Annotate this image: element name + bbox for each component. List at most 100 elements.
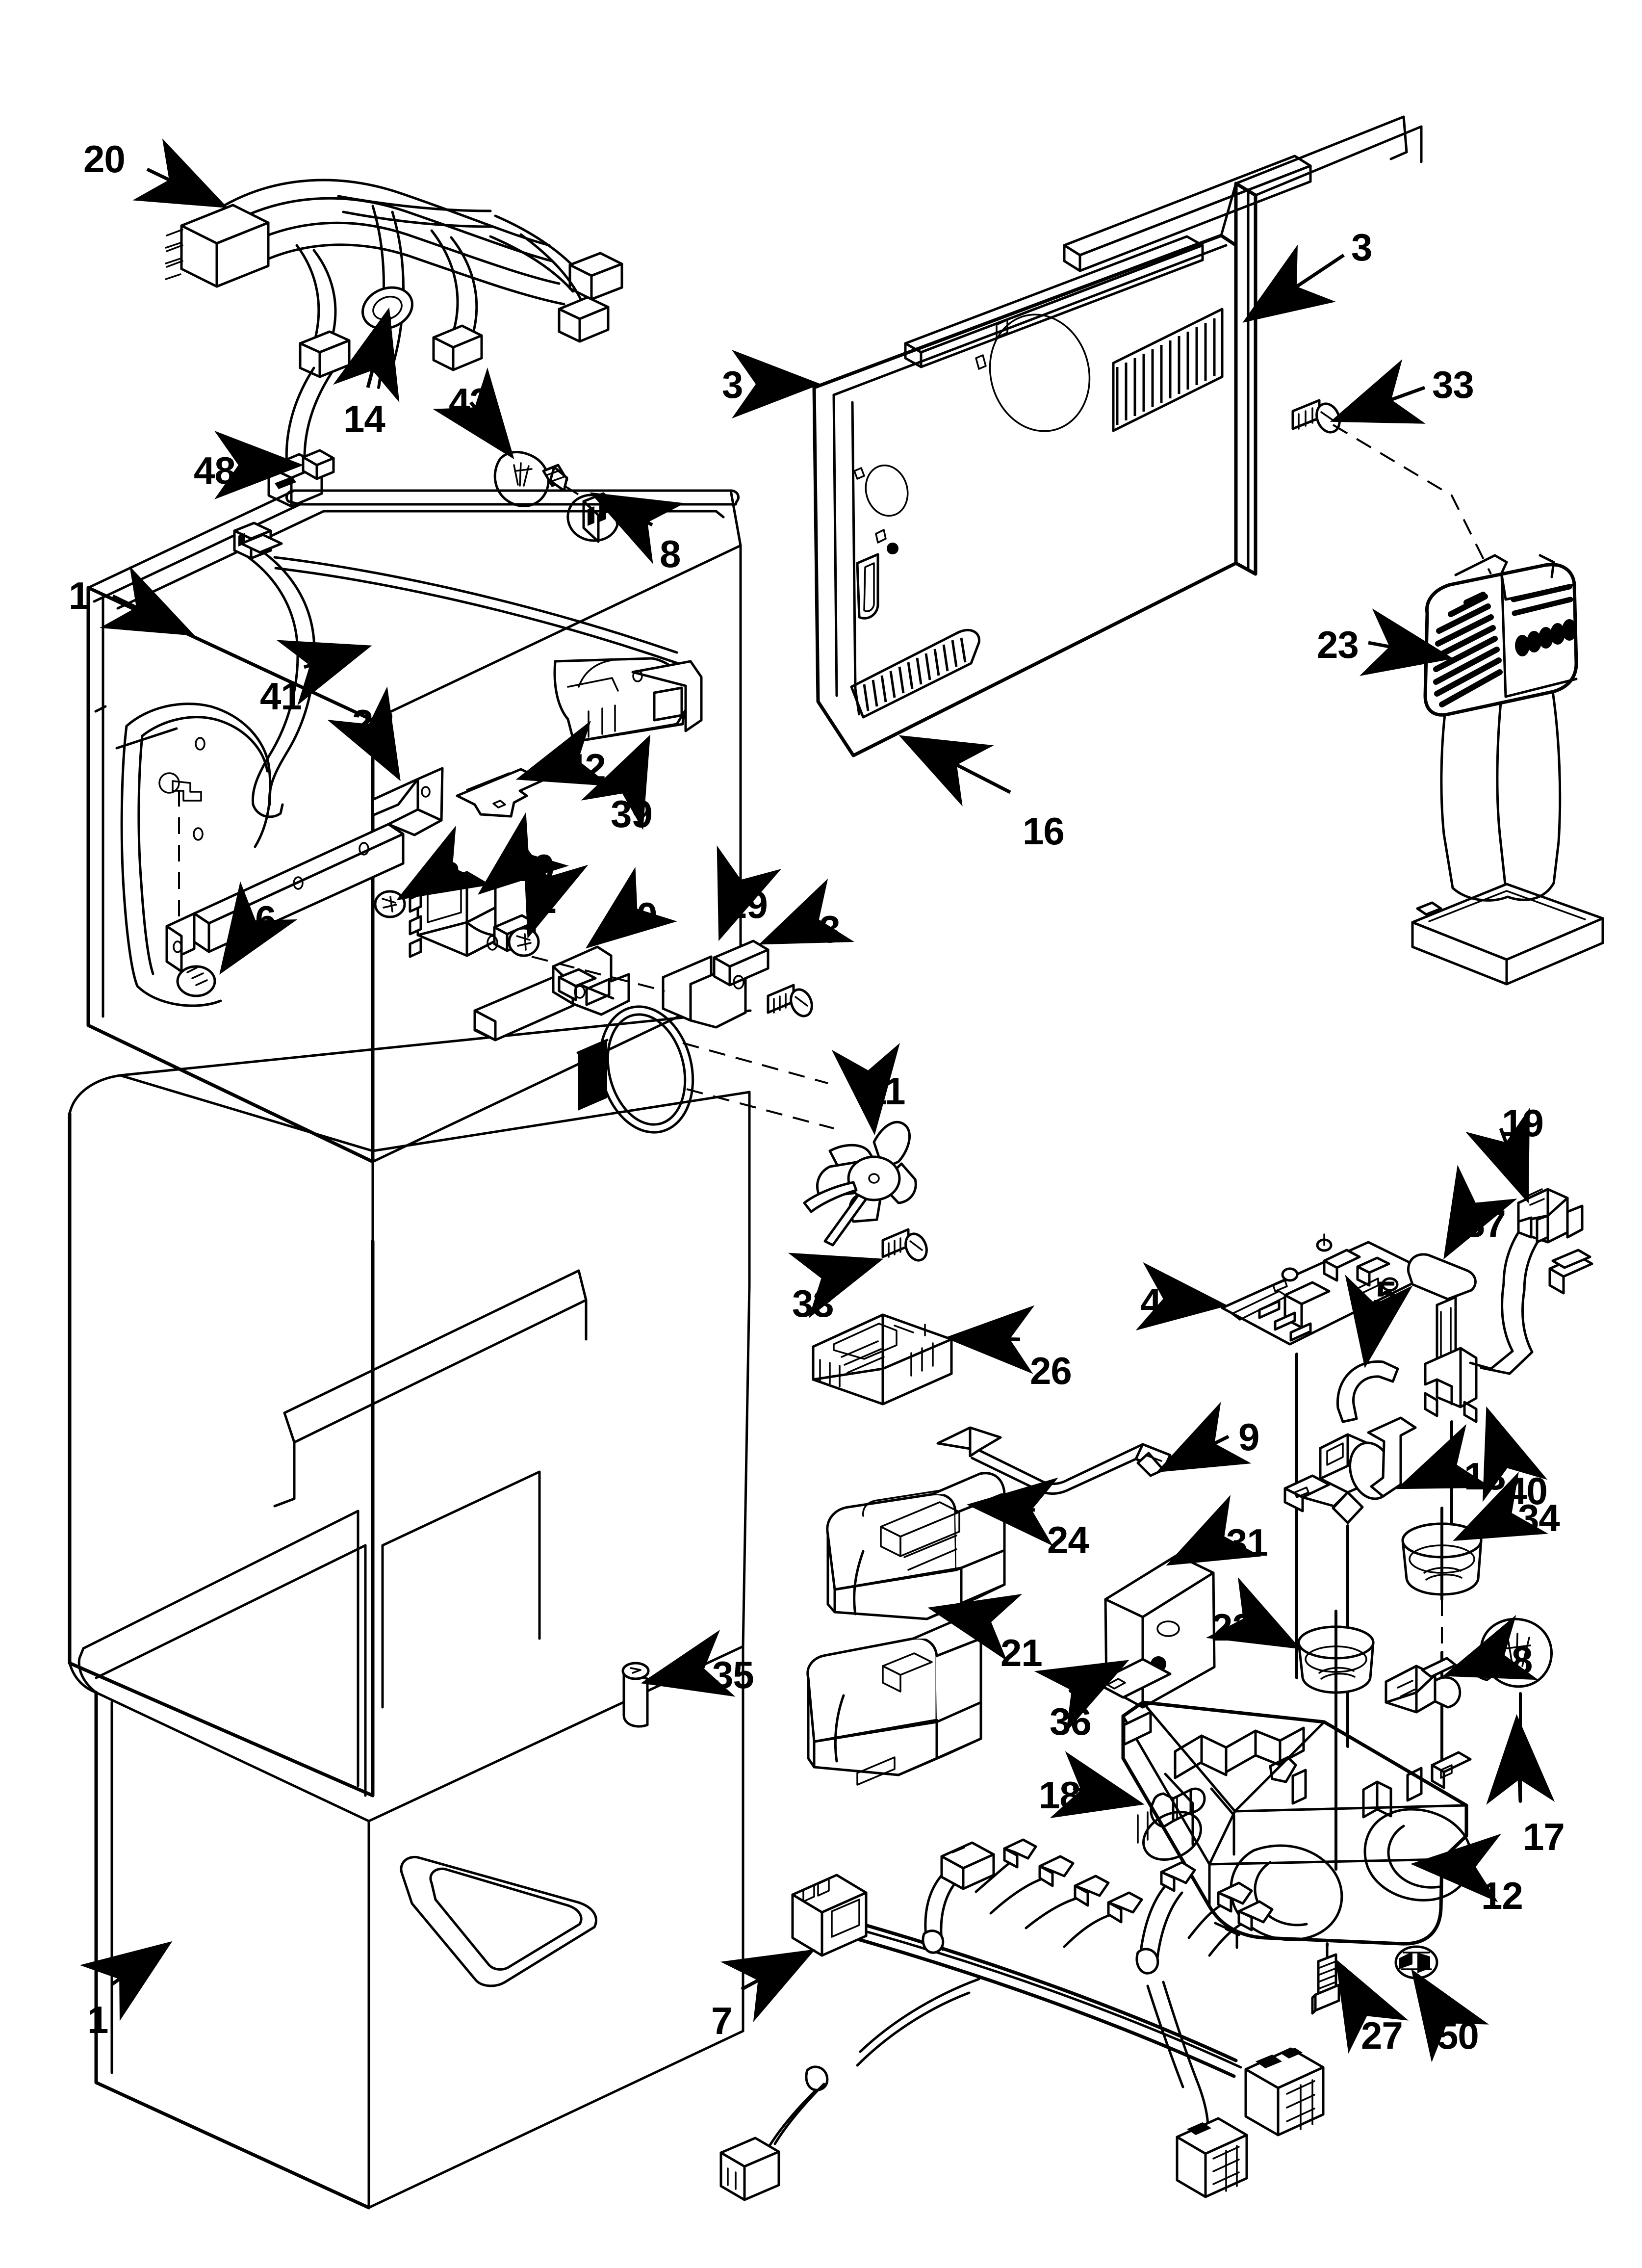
leader-arrow-33 bbox=[1330, 359, 1426, 424]
callout-50-push-nut-retainer: 50 bbox=[1437, 2014, 1479, 2057]
part-push-nut-retainer bbox=[1394, 1945, 1438, 1980]
part-light-bulb-upper bbox=[493, 451, 588, 508]
part-lamp-lens-cup-left bbox=[1297, 1610, 1375, 1871]
part-fan-motor-mount bbox=[1283, 1416, 1417, 1748]
leader-arrow-40 bbox=[1482, 1406, 1548, 1502]
callout-3-freezer-liner-panel-right: 3 bbox=[1351, 226, 1372, 269]
callout-8-light-bulb-lower: 8 bbox=[1512, 1639, 1533, 1682]
leader-arrow-6 bbox=[219, 881, 298, 975]
callout-36-gasket-seal: 36 bbox=[1050, 1700, 1092, 1743]
leader-arrow-34 bbox=[1453, 1471, 1548, 1541]
part-damper-actuator bbox=[1407, 1253, 1478, 1532]
callout-1-cabinet-liner-top: 1 bbox=[69, 574, 90, 617]
part-screw-hex-head-c bbox=[881, 1228, 928, 1262]
part-bolt-hex bbox=[1311, 1942, 1340, 2015]
callout-39-control-housing: 39 bbox=[611, 792, 653, 835]
leader-arrow-39 bbox=[581, 734, 651, 830]
part-screw-small-a bbox=[374, 890, 406, 918]
leader-arrow-23 bbox=[1359, 608, 1454, 676]
callout-20-wiring-harness-upper: 20 bbox=[83, 137, 126, 181]
callout-43-light-bulb-upper: 43 bbox=[449, 380, 491, 423]
leader-arrow-26 bbox=[945, 1305, 1035, 1374]
leader-arrow-20 bbox=[132, 138, 228, 209]
callout-17-lamp-bulb-reference: 17 bbox=[1523, 1815, 1565, 1858]
leader-arrow-4 bbox=[1135, 1262, 1228, 1331]
callout-18-fuse-thermal: 18 bbox=[1039, 1773, 1081, 1817]
part-main-wiring-harness bbox=[719, 1838, 1325, 2201]
callout-4-electronic-control-board: 4 bbox=[1140, 1280, 1161, 1324]
callout-16-air-grille-vent: 16 bbox=[1023, 809, 1065, 853]
callout-40-wire-lead-assembly: 40 bbox=[1506, 1469, 1548, 1512]
leader-arrow-19 bbox=[1465, 1108, 1530, 1204]
part-bracket-upper bbox=[531, 939, 770, 1029]
part-light-socket-lower bbox=[1385, 1657, 1462, 1714]
part-screw-hex-head-b bbox=[767, 984, 813, 1017]
callout-33-screw-hex-head-c: 33 bbox=[792, 1282, 834, 1325]
leader-arrow-7 bbox=[720, 1949, 816, 2022]
leader-arrow-14 bbox=[333, 307, 400, 403]
leader-arrow-5 bbox=[1345, 1275, 1413, 1368]
callout-2-screw-small-b: 2 bbox=[536, 878, 557, 921]
part-light-housing-assembly bbox=[1121, 1700, 1473, 1949]
leader-arrow-41 bbox=[276, 640, 372, 705]
callout-42-cover-plate: 42 bbox=[564, 746, 606, 789]
callout-26-relay-overload: 26 bbox=[1030, 1349, 1072, 1392]
leader-arrow-9 bbox=[1156, 1402, 1252, 1473]
callout-22-lamp-lens-cup-left: 22 bbox=[1211, 1606, 1254, 1649]
callout-12-light-housing-assembly: 12 bbox=[1481, 1874, 1523, 1917]
leader-arrow-22 bbox=[1206, 1577, 1301, 1649]
callout-27-bolt-hex: 27 bbox=[1361, 2014, 1403, 2057]
leader-arrow-12 bbox=[1411, 1833, 1502, 1903]
part-lamp-lens-cup-right bbox=[1401, 1507, 1483, 1777]
leader-arrow-2 bbox=[523, 843, 589, 939]
callout-8-light-socket-upper: 8 bbox=[660, 532, 681, 575]
callout-23-air-tower-duct: 23 bbox=[1317, 623, 1359, 666]
callout-31-insulation-panel: 31 bbox=[1226, 1521, 1268, 1564]
leader-arrow-33 bbox=[759, 878, 854, 945]
part-drain-plug bbox=[176, 965, 216, 997]
leader-arrow-10 bbox=[478, 812, 569, 895]
leader-arrow-21 bbox=[927, 1593, 1023, 1661]
callout-9-trim-strip-thin: 9 bbox=[1238, 1415, 1259, 1459]
leader-arrow-50 bbox=[1411, 1969, 1489, 2062]
callout-41-thermistor-wire: 41 bbox=[260, 675, 302, 718]
leader-arrow-2 bbox=[396, 825, 491, 901]
leader-arrow-16 bbox=[898, 735, 1011, 807]
callout-29-bracket-upper: 29 bbox=[726, 883, 768, 926]
leader-arrow-42 bbox=[515, 720, 612, 786]
leader-arrow-24 bbox=[967, 1477, 1059, 1546]
part-gasket-ring bbox=[558, 968, 834, 1134]
callout-24-air-duct-baffle-upper: 24 bbox=[1047, 1518, 1089, 1562]
callout-34-lamp-lens-cup-right: 34 bbox=[1518, 1496, 1560, 1539]
leader-arrow-1 bbox=[100, 566, 195, 636]
leader-arrow-8 bbox=[1442, 1615, 1539, 1680]
callout-33-screw-hex-head: 33 bbox=[1432, 363, 1474, 406]
part-clip-retainer-curved bbox=[1336, 1360, 1399, 1423]
leader-arrow-31 bbox=[1166, 1495, 1261, 1566]
part-terminal-block bbox=[1469, 1188, 1593, 1375]
callout-2-screw-small-a: 2 bbox=[439, 854, 460, 897]
leader-arrow-37 bbox=[1443, 1165, 1517, 1260]
leader-arrow-18 bbox=[1050, 1751, 1145, 1819]
part-screw-small-b bbox=[508, 927, 540, 957]
leader-arrow-28 bbox=[327, 686, 401, 782]
part-cabinet-liner-top bbox=[68, 489, 752, 2210]
leader-arrow-30 bbox=[585, 867, 677, 949]
callout-37-damper-actuator: 37 bbox=[1464, 1202, 1506, 1245]
part-thermistor-wire bbox=[233, 521, 679, 818]
callout-33-screw-hex-head-b: 33 bbox=[798, 908, 841, 951]
callout-3-freezer-liner-panel-left: 3 bbox=[722, 363, 743, 406]
callout-21-air-duct-baffle-lower: 21 bbox=[1001, 1631, 1043, 1674]
callout-1-cabinet-liner-bottom: 1 bbox=[87, 1998, 108, 2041]
leader-arrow-1 bbox=[79, 1941, 173, 2021]
leader-arrow-8 bbox=[590, 492, 685, 564]
leader-arrow-43 bbox=[433, 367, 514, 460]
part-roller-leveling-foot bbox=[621, 1662, 650, 1728]
part-retainer-clip bbox=[302, 449, 335, 480]
leader-arrow-3 bbox=[1242, 244, 1345, 323]
callout-28-mounting-bracket-rail: 28 bbox=[352, 702, 394, 745]
part-relay-overload bbox=[812, 1313, 953, 1406]
leader-arrow-13 bbox=[1396, 1424, 1492, 1489]
part-air-tower-duct bbox=[1411, 554, 1604, 986]
